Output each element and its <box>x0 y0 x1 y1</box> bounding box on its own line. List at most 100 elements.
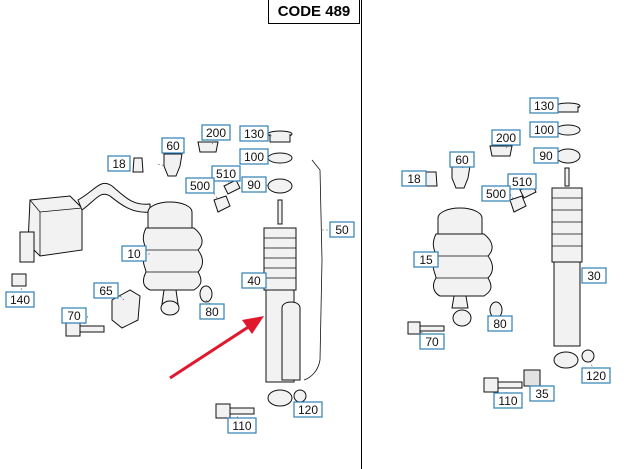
red-arrow <box>169 316 264 380</box>
bracket-65-left <box>111 289 141 329</box>
callout-60-right: 60 <box>455 153 469 167</box>
callout-30-right: 30 <box>587 269 601 283</box>
bolt-110-left <box>215 403 255 419</box>
bushing-35-right <box>523 369 541 387</box>
callout-35-right: 35 <box>535 387 549 401</box>
callout-90-right: 90 <box>539 149 553 163</box>
callout-200-left: 200 <box>206 126 226 140</box>
callout-box <box>211 165 241 182</box>
callout-box <box>581 367 611 384</box>
callout-18-right: 18 <box>407 172 421 186</box>
nut-80-left <box>199 285 213 303</box>
callout-80-left: 80 <box>205 305 219 319</box>
callout-box <box>449 151 475 168</box>
callout-box <box>227 417 257 434</box>
callout-box <box>241 176 267 193</box>
panel-divider <box>361 0 362 469</box>
callout-100-left: 100 <box>244 150 264 164</box>
bushing-90-right <box>555 148 581 164</box>
clip-60-right <box>451 165 471 189</box>
callout-50-left: 50 <box>335 223 349 237</box>
callout-box <box>5 291 35 308</box>
code-label: CODE 489 <box>268 0 360 24</box>
shock-absorber-left <box>263 199 301 407</box>
bushing-100-left <box>267 152 293 164</box>
callout-65-left: 65 <box>99 284 113 298</box>
callout-box <box>533 147 559 164</box>
nut-18-right <box>424 171 438 187</box>
callout-box <box>401 170 427 187</box>
cap-200-right <box>489 145 513 157</box>
callout-120-right: 120 <box>586 369 606 383</box>
air-spring-left <box>142 201 203 316</box>
callout-500-left: 500 <box>190 179 210 193</box>
callout-box <box>161 137 185 154</box>
bushing-100-right <box>555 124 581 136</box>
callout-box <box>529 97 559 114</box>
nut-120-left <box>293 389 307 403</box>
callout-box <box>107 155 131 172</box>
callout-box <box>293 401 323 418</box>
callout-box <box>329 221 355 238</box>
callout-510-right: 510 <box>512 175 532 189</box>
callout-80-right: 80 <box>493 317 507 331</box>
callout-18-left: 18 <box>112 157 126 171</box>
top-parts-left <box>132 130 293 213</box>
shock-absorber-right <box>551 167 583 369</box>
callout-box <box>493 392 523 409</box>
valve-500-left <box>213 195 231 213</box>
washer-130-right <box>557 106 579 113</box>
bolt-70-right <box>407 321 445 335</box>
callout-box <box>201 124 231 141</box>
callout-110-right: 110 <box>498 394 517 408</box>
callout-10-left: 10 <box>127 247 141 261</box>
cap-200-left <box>197 141 219 153</box>
callout-70-left: 70 <box>67 309 81 323</box>
callout-140-left: 140 <box>10 293 30 307</box>
callout-510-left: 510 <box>216 167 236 181</box>
callout-130-right: 130 <box>534 99 554 113</box>
clip-510-left <box>223 179 241 195</box>
callout-box <box>93 282 119 299</box>
callout-60-left: 60 <box>166 139 180 153</box>
callout-box <box>61 307 87 324</box>
callout-500-right: 500 <box>486 187 506 201</box>
callout-box <box>185 177 215 194</box>
callout-200-right: 200 <box>496 131 516 145</box>
callout-box <box>241 272 267 289</box>
bolt-110-right <box>483 377 523 393</box>
callout-box <box>239 125 269 142</box>
callout-130-left: 130 <box>244 127 264 141</box>
valve-500-right <box>509 195 527 213</box>
nut-18-left <box>132 157 144 173</box>
callout-box <box>199 303 225 320</box>
line-50-left <box>303 159 323 381</box>
callout-box <box>491 129 521 146</box>
air-spring-right <box>432 207 493 327</box>
callout-box <box>487 315 513 332</box>
bolt-140-left <box>11 273 27 287</box>
bolt-70-left <box>65 321 105 337</box>
callout-box <box>413 251 439 268</box>
air-reservoir <box>19 182 151 263</box>
callout-15-right: 15 <box>419 253 433 267</box>
callout-box <box>529 385 555 402</box>
washer-130-left <box>269 134 291 143</box>
nut-120-right <box>581 349 595 363</box>
callout-box <box>481 185 511 202</box>
callout-90-left: 90 <box>247 178 261 192</box>
callout-box <box>529 121 559 138</box>
bushing-90-left <box>267 178 293 194</box>
callout-box <box>239 148 269 165</box>
clip-60-left <box>163 153 183 177</box>
callout-70-right: 70 <box>425 335 439 349</box>
callout-110-left: 110 <box>232 419 251 433</box>
callout-box <box>121 245 147 262</box>
callout-box <box>419 333 445 350</box>
callout-box <box>507 173 537 190</box>
callout-40-left: 40 <box>247 274 261 288</box>
callout-box <box>581 267 607 284</box>
callout-120-left: 120 <box>298 403 318 417</box>
